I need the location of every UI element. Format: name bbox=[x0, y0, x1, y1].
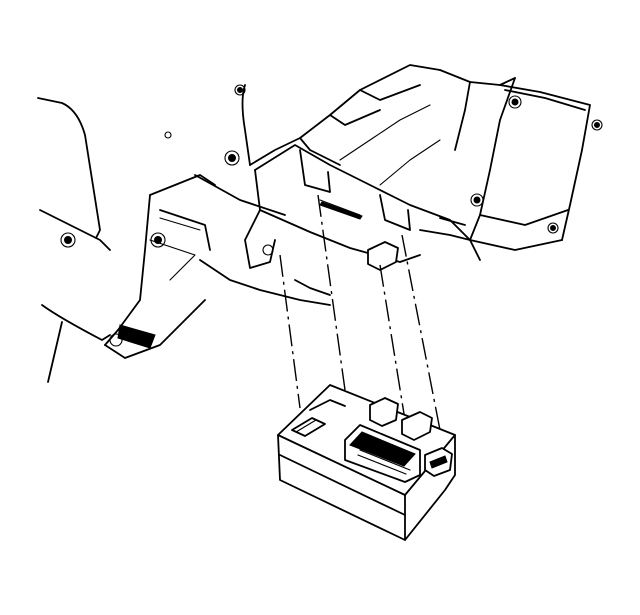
column-support-structure bbox=[164, 64, 516, 186]
right-duct-housing bbox=[469, 77, 603, 251]
lower-bracket bbox=[104, 174, 331, 359]
module-mounting-bracket bbox=[244, 144, 481, 296]
alignment-lines bbox=[279, 194, 441, 431]
control-module bbox=[277, 384, 456, 541]
left-body-panel bbox=[37, 97, 111, 383]
